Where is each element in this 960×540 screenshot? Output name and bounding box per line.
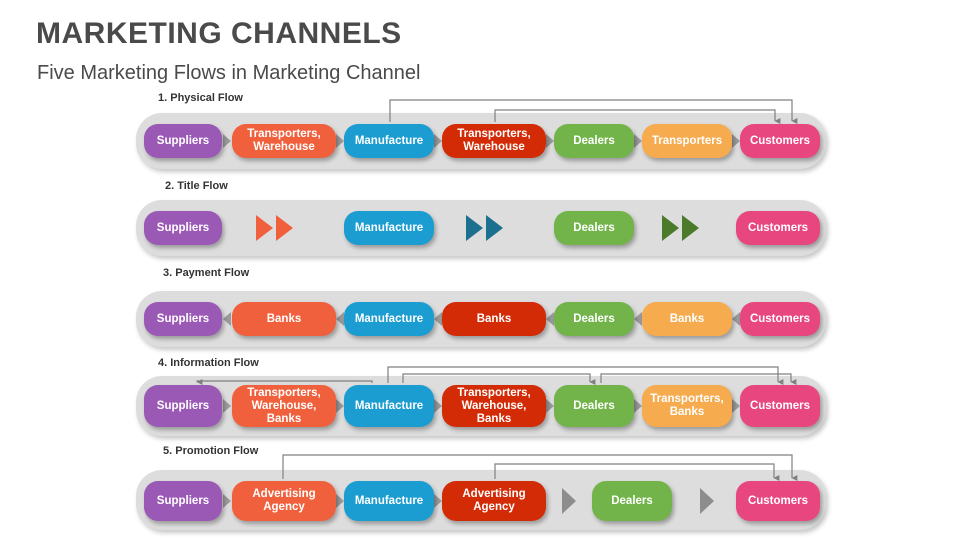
flow-title: 3. Payment Flow	[163, 267, 250, 279]
flow-node-label: Dealers	[573, 134, 615, 147]
arrow-left-icon	[634, 312, 642, 326]
flow-node-transporters-banks[interactable]: Transporters,Banks	[642, 385, 732, 427]
flow-node-label: Suppliers	[156, 312, 210, 325]
flow-node-banks[interactable]: Banks	[232, 302, 336, 336]
flow-node-customers[interactable]: Customers	[740, 124, 820, 158]
flow-node-label: Manufacture	[354, 134, 424, 147]
arrow-right-icon	[336, 134, 344, 148]
flow-node-dealers[interactable]: Dealers	[592, 481, 672, 521]
arrow-right-icon	[223, 134, 231, 148]
arrow-right-icon	[434, 134, 442, 148]
flow-node-label: Dealers	[573, 312, 615, 325]
flow-node-label: Dealers	[611, 494, 653, 507]
flow-node-label: Transporters,Warehouse,Banks	[247, 386, 321, 425]
flow-node-transporters-warehouse-banks[interactable]: Transporters,Warehouse,Banks	[232, 385, 336, 427]
flow-node-suppliers[interactable]: Suppliers	[144, 124, 222, 158]
double-chevron-icon	[256, 215, 300, 241]
flow-node-manufacture[interactable]: Manufacture	[344, 124, 434, 158]
flow-node-label: Suppliers	[156, 221, 210, 234]
arrow-right-icon	[434, 494, 442, 508]
arrow-right-icon	[434, 399, 442, 413]
flow-node-label: Transporters,Warehouse	[247, 128, 321, 153]
flow-node-label: Transporters,Warehouse,Banks	[457, 386, 531, 425]
arrow-right-icon	[634, 399, 642, 413]
flow-node-manufacture[interactable]: Manufacture	[344, 211, 434, 245]
flow-node-label: Banks	[669, 312, 705, 325]
arrow-right-icon	[223, 494, 231, 508]
flow-node-manufacture[interactable]: Manufacture	[344, 481, 434, 521]
flow-node-label: Customers	[749, 134, 811, 147]
flow-node-customers[interactable]: Customers	[740, 302, 820, 336]
flow-node-label: Customers	[749, 399, 811, 412]
flow-node-suppliers[interactable]: Suppliers	[144, 481, 222, 521]
flow-node-label: Suppliers	[156, 134, 210, 147]
page-title: MARKETING CHANNELS	[36, 17, 402, 50]
flow-node-label: Customers	[749, 312, 811, 325]
arrow-right-icon	[223, 399, 231, 413]
flow-node-label: Dealers	[573, 399, 615, 412]
flow-node-label: Transporters,Banks	[650, 393, 724, 418]
arrow-left-icon	[732, 312, 740, 326]
flow-node-suppliers[interactable]: Suppliers	[144, 385, 222, 427]
flow-node-dealers[interactable]: Dealers	[554, 124, 634, 158]
flow-title: 4. Information Flow	[158, 357, 259, 369]
flow-node-label: Manufacture	[354, 312, 424, 325]
arrow-right-icon	[336, 494, 344, 508]
flow-node-label: Manufacture	[354, 221, 424, 234]
flow-node-label: Manufacture	[354, 399, 424, 412]
arrow-right-icon	[336, 399, 344, 413]
flow-node-label: Transporters	[651, 134, 723, 147]
arrow-right-large-icon	[562, 488, 576, 514]
double-chevron-icon	[466, 215, 510, 241]
arrow-right-icon	[546, 134, 554, 148]
flow-node-transporters-warehouse-banks[interactable]: Transporters,Warehouse,Banks	[442, 385, 546, 427]
flow-node-label: Manufacture	[354, 494, 424, 507]
flow-node-transporters-warehouse[interactable]: Transporters,Warehouse	[232, 124, 336, 158]
flow-node-label: Customers	[747, 494, 809, 507]
flow-title: 1. Physical Flow	[158, 92, 243, 104]
flow-node-label: Suppliers	[156, 399, 210, 412]
flow-node-label: Suppliers	[156, 494, 210, 507]
double-chevron-icon	[662, 215, 706, 241]
arrow-right-icon	[732, 399, 740, 413]
flow-node-suppliers[interactable]: Suppliers	[144, 211, 222, 245]
flow-node-customers[interactable]: Customers	[740, 385, 820, 427]
arrow-left-icon	[546, 312, 554, 326]
arrow-left-icon	[336, 312, 344, 326]
flow-node-banks[interactable]: Banks	[442, 302, 546, 336]
arrow-right-large-icon	[700, 488, 714, 514]
flow-node-label: Banks	[476, 312, 512, 325]
flow-node-dealers[interactable]: Dealers	[554, 211, 634, 245]
flow-node-customers[interactable]: Customers	[736, 211, 820, 245]
arrow-right-icon	[546, 399, 554, 413]
flow-title: 2. Title Flow	[165, 180, 228, 192]
flow-node-transporters-warehouse[interactable]: Transporters,Warehouse	[442, 124, 546, 158]
flow-node-manufacture[interactable]: Manufacture	[344, 385, 434, 427]
flow-node-customers[interactable]: Customers	[736, 481, 820, 521]
flow-node-banks[interactable]: Banks	[642, 302, 732, 336]
flow-node-dealers[interactable]: Dealers	[554, 385, 634, 427]
flow-node-transporters[interactable]: Transporters	[642, 124, 732, 158]
flow-node-manufacture[interactable]: Manufacture	[344, 302, 434, 336]
flow-node-label: Customers	[747, 221, 809, 234]
flow-node-label: Transporters,Warehouse	[457, 128, 531, 153]
arrow-left-icon	[434, 312, 442, 326]
flow-title: 5. Promotion Flow	[163, 445, 259, 457]
flow-node-label: Banks	[266, 312, 302, 325]
flow-node-label: Dealers	[573, 221, 615, 234]
arrow-right-icon	[732, 134, 740, 148]
flow-node-dealers[interactable]: Dealers	[554, 302, 634, 336]
arrow-left-icon	[223, 312, 231, 326]
flow-node-suppliers[interactable]: Suppliers	[144, 302, 222, 336]
page-subtitle: Five Marketing Flows in Marketing Channe…	[37, 62, 421, 84]
arrow-right-icon	[634, 134, 642, 148]
